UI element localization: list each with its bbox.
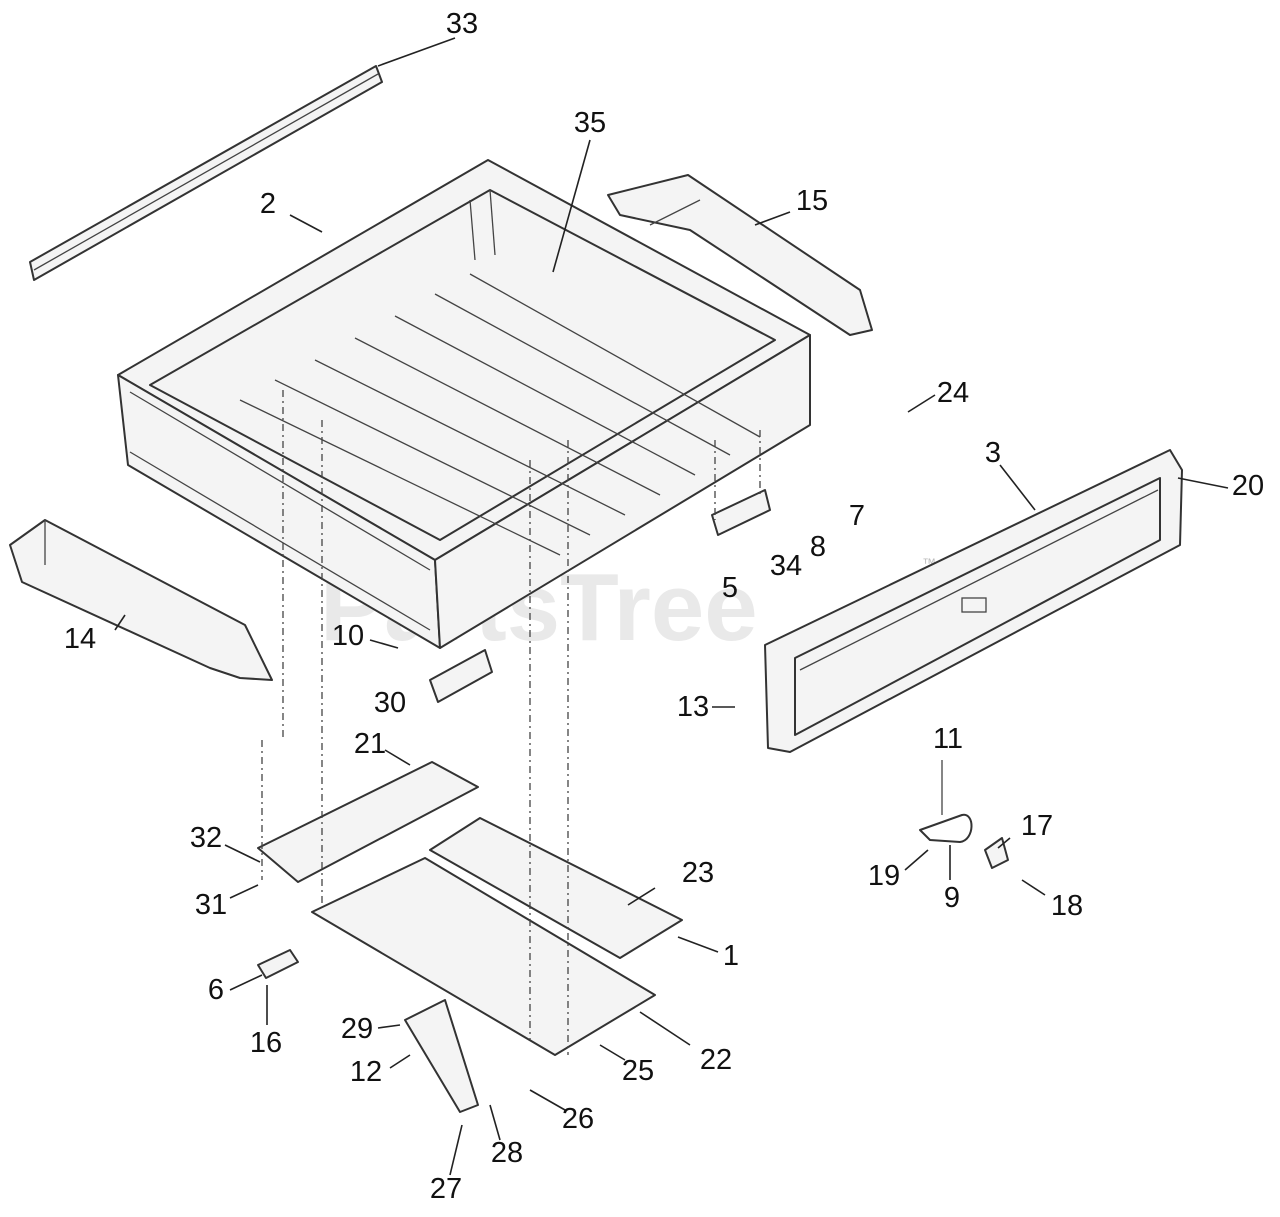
callout-1: 1 [723, 940, 739, 972]
callout-12: 12 [350, 1056, 382, 1088]
callout-25: 25 [622, 1055, 654, 1087]
callout-30: 30 [374, 687, 406, 719]
callout-7: 7 [849, 500, 865, 532]
callout-2: 2 [260, 188, 276, 220]
part-35-floor-slats [239, 273, 761, 556]
callout-21: 21 [354, 728, 386, 760]
part-2-cargo-box [117, 159, 811, 649]
callout-27: 27 [430, 1173, 462, 1205]
alignment-lines [261, 390, 761, 1055]
part-5-hinge [711, 489, 771, 536]
part-12-strap [404, 999, 479, 1113]
callout-18: 18 [1051, 890, 1083, 922]
part-22-panel [311, 857, 656, 1056]
callout-14: 14 [64, 623, 96, 655]
callout-8: 8 [810, 531, 826, 563]
leader-lines [114, 37, 1229, 1176]
callout-35: 35 [574, 107, 606, 139]
callout-28: 28 [491, 1137, 523, 1169]
callout-5: 5 [722, 572, 738, 604]
callout-23: 23 [682, 857, 714, 889]
callout-34: 34 [770, 550, 802, 582]
part-11-latch [919, 760, 973, 843]
part-17-clip [984, 837, 1009, 869]
callout-20: 20 [1232, 470, 1264, 502]
part-23-panel [429, 817, 683, 959]
callout-32: 32 [190, 822, 222, 854]
callout-26: 26 [562, 1103, 594, 1135]
callout-10: 10 [332, 620, 364, 652]
part-33-rail [29, 65, 383, 281]
callout-15: 15 [796, 185, 828, 217]
part-14-skirt [9, 519, 273, 681]
callout-19: 19 [868, 860, 900, 892]
callout-16: 16 [250, 1027, 282, 1059]
callout-13: 13 [677, 691, 709, 723]
part-15-bracket [607, 174, 873, 336]
callout-3: 3 [985, 437, 1001, 469]
callout-33: 33 [446, 8, 478, 40]
part-3-tailgate [764, 449, 1183, 753]
callout-6: 6 [208, 974, 224, 1006]
callout-17: 17 [1021, 810, 1053, 842]
part-30-hinge [429, 649, 493, 703]
callout-31: 31 [195, 889, 227, 921]
part-6-bracket [257, 949, 299, 979]
callout-22: 22 [700, 1044, 732, 1076]
callout-24: 24 [937, 377, 969, 409]
part-21-panel [257, 761, 479, 883]
callout-11: 11 [933, 723, 963, 755]
callout-29: 29 [341, 1013, 373, 1045]
callout-9: 9 [944, 882, 960, 914]
